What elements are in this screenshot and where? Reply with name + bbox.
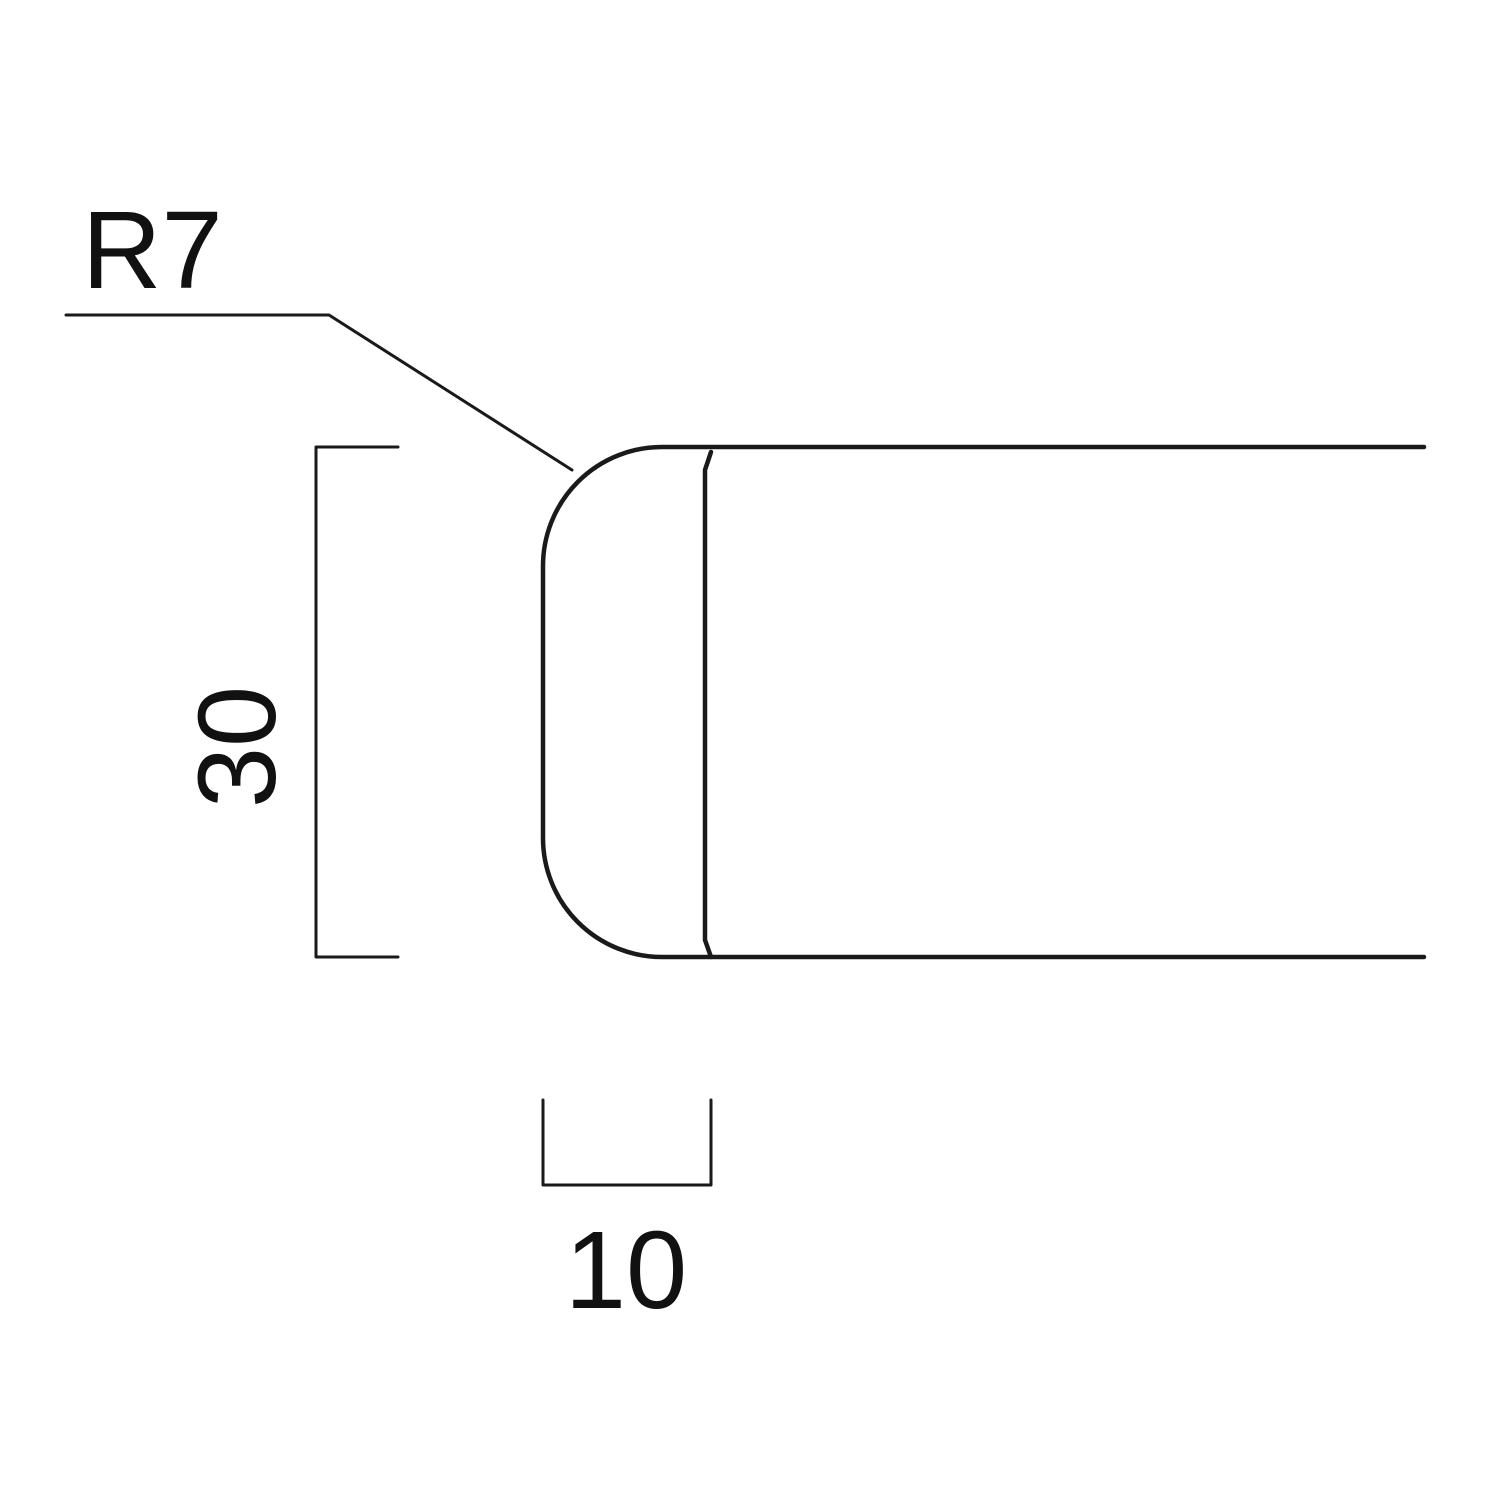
width-dimension-bracket [541, 1098, 713, 1187]
width-label: 10 [565, 1209, 687, 1332]
height-label: 30 [176, 686, 299, 808]
transition-line [702, 449, 714, 960]
radius-label: R7 [82, 189, 223, 312]
radius-leader-line [64, 313, 574, 472]
height-dimension-bracket [314, 445, 400, 959]
tip-outline [540, 444, 1427, 960]
